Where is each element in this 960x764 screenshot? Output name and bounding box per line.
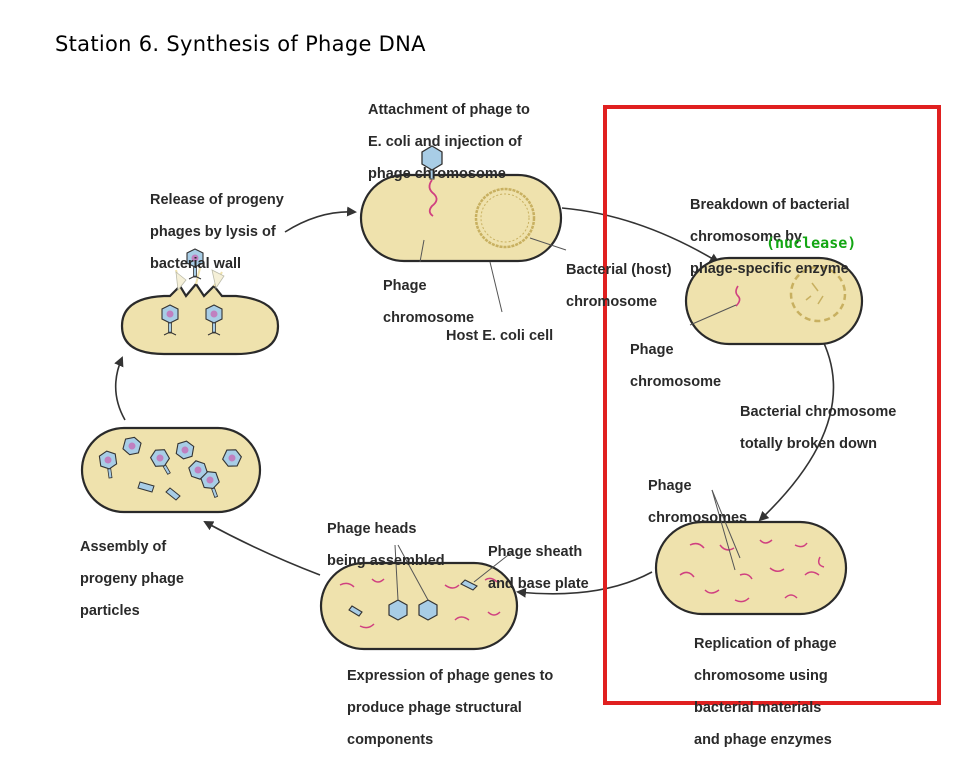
cell-assembly	[80, 426, 262, 514]
cell-replication	[654, 520, 848, 616]
progeny-phage-icon	[122, 436, 142, 456]
phage-sheath-icon	[165, 487, 181, 501]
label-phage-sheath: Phage sheath and base plate	[488, 544, 589, 592]
arrow-replication-to-expression	[516, 571, 653, 598]
leader-line	[397, 544, 429, 601]
leader-line	[711, 489, 741, 559]
attached-phage-icon	[421, 145, 443, 180]
lysed-cell	[120, 282, 280, 356]
phage-head-icon	[418, 599, 438, 621]
arrow-breakdown-to-replication	[758, 334, 835, 522]
released-phage-icon	[186, 248, 204, 280]
arrow-attach-to-breakdown	[561, 207, 720, 264]
progeny-phage-icon	[98, 450, 118, 479]
label-breakdown: Breakdown of bacterial chromosome by pha…	[690, 197, 850, 277]
leader-line	[473, 551, 513, 583]
leader-line	[419, 239, 425, 263]
label-host-cell: Host E. coli cell	[446, 328, 554, 344]
highlight-box	[603, 105, 941, 705]
arrow-release-to-attach	[284, 206, 357, 233]
leader-line	[711, 489, 736, 571]
phage-sheath-icon	[348, 605, 363, 617]
cell-breakdown	[684, 256, 864, 346]
slide-title: Station 6. Synthesis of Phage DNA	[55, 32, 426, 56]
cell-expression	[319, 561, 519, 651]
label-phage-chromosome-top: Phage chromosome	[383, 278, 475, 326]
bacterial-cell	[684, 256, 864, 346]
progeny-phage-icon	[175, 440, 195, 460]
leader-line	[689, 304, 737, 326]
progeny-phage-icon	[221, 449, 243, 467]
leader-line	[529, 237, 567, 251]
label-expression: Expression of phage genes to produce pha…	[347, 668, 554, 748]
phage-dna-injected	[428, 179, 438, 217]
bacterial-cell	[359, 173, 563, 263]
cell-attachment	[359, 145, 563, 263]
label-totally-broken-down: Bacterial chromosome totally broken down	[740, 404, 897, 452]
phage-dna	[735, 285, 741, 307]
leader-line	[489, 261, 503, 313]
label-release: Release of progeny phages by lysis of ba…	[150, 192, 284, 272]
host-chromosome	[474, 187, 536, 249]
label-phage-heads: Phage heads being assembled	[327, 521, 445, 569]
progeny-phage-icon	[205, 304, 223, 336]
label-phage-chromosome-right: Phage chromosome	[630, 342, 722, 390]
arrow-expression-to-assembly	[203, 521, 321, 576]
label-assembly: Assembly of progeny phage particles	[80, 539, 184, 619]
broken-host-chromosome	[789, 265, 847, 323]
bacterial-cell	[654, 520, 848, 616]
phage-dna	[689, 542, 705, 549]
label-bacterial-host-chromosome: Bacterial (host) chromosome	[566, 262, 672, 310]
progeny-phage-icon	[161, 304, 179, 336]
leader-line	[394, 544, 399, 601]
arrow-assembly-to-release	[114, 356, 126, 421]
cell-release	[120, 248, 280, 356]
label-phage-chromosomes: Phage chromosomes	[648, 478, 748, 526]
phage-cycle-diagram	[80, 145, 864, 651]
progeny-phage-icon	[149, 449, 171, 475]
nuclease-note: (nuclease)	[766, 234, 857, 252]
label-attachment: Attachment of phage to E. coli and injec…	[368, 102, 530, 182]
phage-head-icon	[388, 599, 408, 621]
phage-sheath-icon	[137, 481, 155, 493]
progeny-phage-icon	[188, 460, 208, 480]
phage-sheath-icon	[460, 579, 478, 591]
progeny-phage-icon	[200, 470, 220, 498]
label-replication: Replication of phage chromosome using ba…	[694, 636, 837, 748]
